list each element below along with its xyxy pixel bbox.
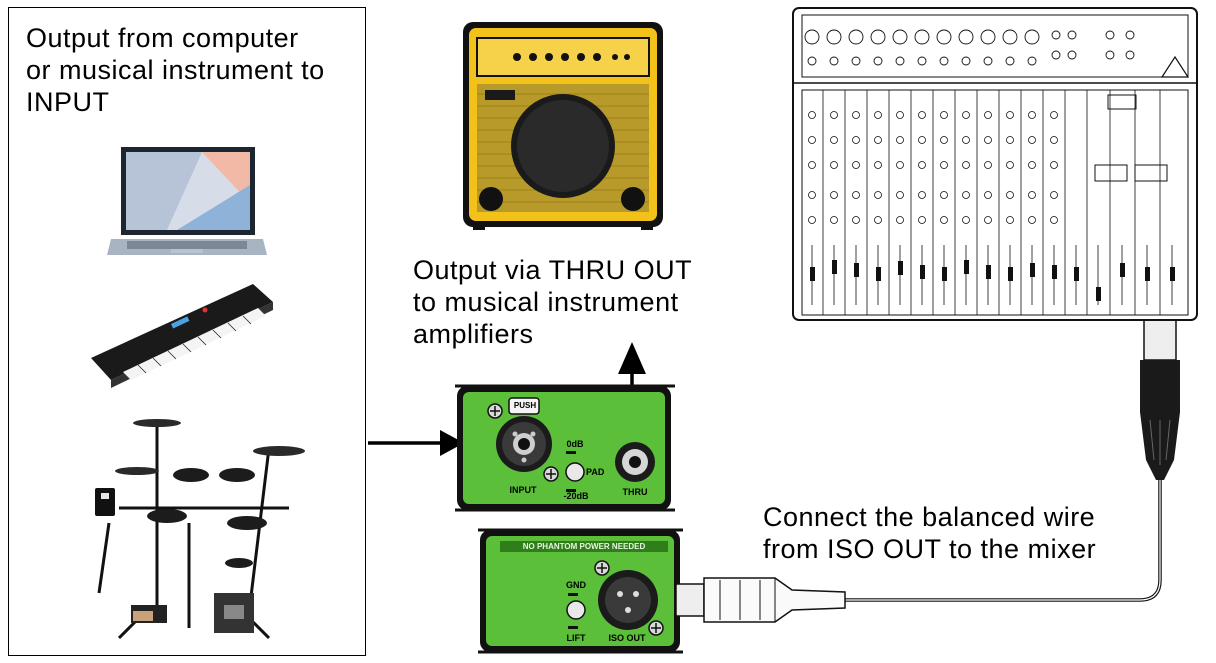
drum-kit-icon: [95, 419, 305, 640]
arrow-to-input: [368, 430, 464, 456]
gnd-label: GND: [566, 580, 586, 590]
screw-icon: [487, 403, 503, 419]
keyboard-synth-icon: [91, 284, 273, 388]
mixer-console-icon: [792, 7, 1198, 321]
di-box-bottom: [478, 528, 683, 654]
pad-20db-label: -20dB: [563, 491, 589, 501]
sources-caption-line-3: INPUT: [26, 87, 110, 117]
thru-label: THRU: [622, 487, 648, 497]
mixer-caption-line-1: Connect the balanced wire: [763, 502, 1096, 532]
sources-caption-line-1: Output from computer: [26, 23, 299, 53]
amp-caption-line-3: amplifiers: [413, 319, 534, 349]
lift-label: LIFT: [566, 633, 586, 643]
input-label: INPUT: [509, 485, 537, 495]
mixer-caption: Connect the balanced wire from ISO OUT t…: [763, 501, 1096, 565]
xlr-cable: [675, 319, 1180, 623]
sources-caption-line-2: or musical instrument to: [26, 55, 325, 85]
pad-label: PAD: [586, 467, 605, 477]
mixer-caption-line-2: from ISO OUT to the mixer: [763, 534, 1097, 564]
sources-panel: Output from computer or musical instrume…: [8, 7, 366, 656]
phantom-banner: NO PHANTOM POWER NEEDED: [522, 542, 646, 551]
pad-0db-label: 0dB: [566, 439, 584, 449]
push-label: PUSH: [513, 401, 537, 410]
amp-caption-line-2: to musical instrument: [413, 287, 679, 317]
amp-caption-line-1: Output via THRU OUT: [413, 255, 693, 285]
iso-out-label: ISO OUT: [608, 633, 646, 643]
sources-caption: Output from computer or musical instrume…: [26, 22, 325, 118]
di-box-top: [455, 384, 675, 512]
guitar-amp-icon: [463, 22, 663, 230]
laptop-icon: [107, 147, 267, 255]
amp-caption: Output via THRU OUT to musical instrumen…: [413, 254, 692, 350]
